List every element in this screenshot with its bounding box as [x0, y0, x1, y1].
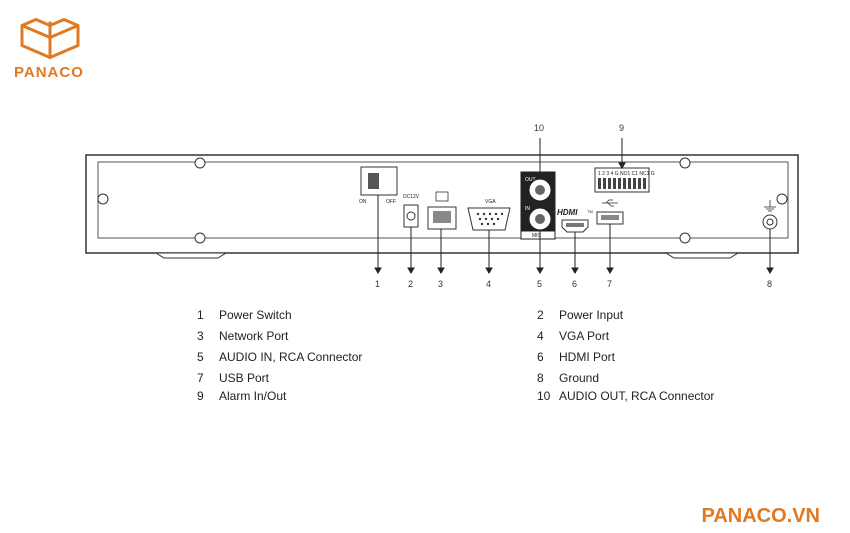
- dc-label: DC12V: [403, 194, 420, 200]
- left-foot: [154, 252, 228, 259]
- footer-brand-url: PANACO.VN: [701, 505, 820, 527]
- chassis: [85, 154, 799, 254]
- callout-2: 2: [408, 279, 413, 289]
- callout-5: 5: [537, 279, 542, 289]
- audio-out-label: OUT: [525, 177, 536, 183]
- callout-1: 1: [375, 279, 380, 289]
- callout-9: 9: [619, 123, 624, 133]
- svg-text:1 2 3 4 G NO1 C1 NC1 G: 1 2 3 4 G NO1 C1 NC1 G: [598, 171, 655, 177]
- rear-panel-diagram: ON OFF DC12V VGA OUT IN MIC HDMI TM 1 2 …: [85, 123, 799, 289]
- hdmi-logo: HDMI: [557, 208, 578, 217]
- callout-3: 3: [438, 279, 443, 289]
- usb-symbol-icon: [602, 199, 618, 207]
- callout-4: 4: [486, 279, 491, 289]
- mic-label: MIC: [532, 233, 542, 239]
- audio-in-label: IN: [525, 206, 530, 212]
- callout-10: 10: [534, 123, 544, 133]
- callout-8: 8: [767, 279, 772, 289]
- vga-port-icon: [467, 207, 511, 231]
- screws: [97, 157, 788, 244]
- callout-6: 6: [572, 279, 577, 289]
- right-foot: [664, 252, 740, 259]
- callout-7: 7: [607, 279, 612, 289]
- panaco-logo-icon: [20, 18, 80, 59]
- vga-label: VGA: [485, 199, 496, 205]
- ground-terminal-icon: [762, 214, 778, 230]
- ground-symbol-icon: [764, 200, 776, 212]
- switch-on-label: ON: [359, 199, 367, 205]
- switch-off-label: OFF: [386, 199, 396, 205]
- logo-text: PANACO: [14, 64, 84, 81]
- hdmi-tm: TM: [587, 209, 593, 214]
